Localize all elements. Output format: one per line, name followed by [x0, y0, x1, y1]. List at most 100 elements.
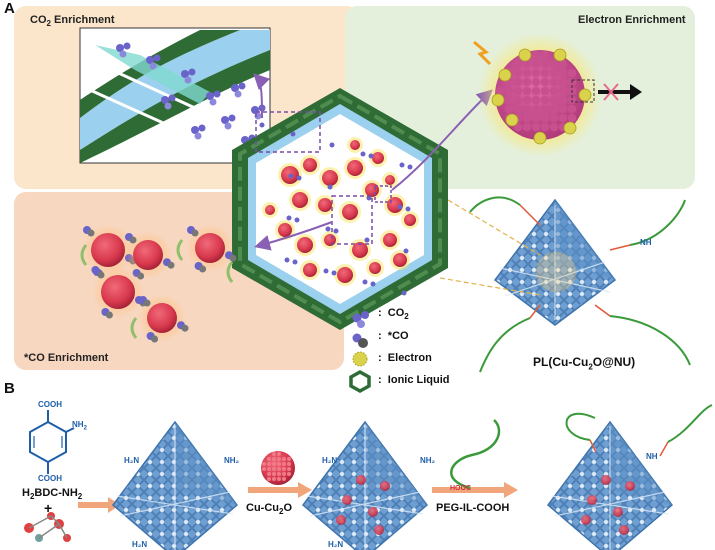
nanoparticle [337, 267, 353, 283]
co2-enrichment-title: CO2 Enrichment [30, 14, 115, 29]
atom [549, 95, 559, 105]
co2-molecule [333, 228, 339, 234]
electron [505, 113, 519, 127]
co-transfer-arrow [226, 261, 234, 283]
nanoparticle [133, 240, 163, 270]
co2-molecule [331, 270, 337, 276]
co2-molecule-cluster [116, 42, 266, 150]
electron [553, 48, 567, 62]
electron [498, 68, 512, 82]
co-molecule [129, 236, 137, 244]
atom [531, 86, 541, 96]
mof-octahedron [301, 420, 429, 550]
co2-molecule [329, 142, 335, 148]
product-octahedron [469, 196, 691, 373]
atom [558, 77, 568, 87]
peg-chain [589, 439, 669, 457]
co-molecule [97, 271, 105, 279]
electron-enrichment-title: Electron Enrichment [578, 14, 686, 26]
co2-molecule [362, 279, 368, 285]
atom [531, 68, 541, 78]
atom [531, 77, 541, 87]
nanoparticle [265, 205, 275, 215]
co2-zoom-marker [255, 111, 321, 153]
atom [282, 472, 286, 476]
nanoparticle [613, 507, 623, 517]
nanoparticle [356, 475, 366, 485]
arrow-step-2 [504, 482, 518, 498]
atom [513, 104, 523, 114]
atom [272, 462, 276, 466]
atom [277, 472, 281, 476]
atom [277, 467, 281, 471]
electron-rich-nanoparticle [473, 33, 642, 157]
atom [277, 462, 281, 466]
nanoparticle [297, 237, 313, 253]
panel-letter-b: B [4, 380, 15, 397]
nanoparticle [581, 515, 591, 525]
atom [522, 113, 532, 123]
atom [272, 467, 276, 471]
atom [277, 457, 281, 461]
atom [531, 104, 541, 114]
atom [558, 95, 568, 105]
co2-molecule [259, 122, 265, 128]
nanoparticle [342, 495, 352, 505]
atom [549, 59, 559, 69]
nanoparticle [91, 233, 125, 267]
atom [522, 122, 532, 132]
atom [522, 104, 532, 114]
electron [563, 121, 577, 135]
nanoparticle [292, 192, 308, 208]
atom [272, 457, 276, 461]
nanoparticle [352, 242, 368, 258]
atom [558, 113, 568, 123]
atom [558, 104, 568, 114]
linker-cooh-top: COOH [38, 400, 62, 409]
electron-icon [352, 351, 368, 367]
nanoparticle [601, 475, 611, 485]
nanoparticle [404, 214, 416, 226]
atom [540, 95, 550, 105]
nanoparticle [385, 175, 395, 185]
amine-label: NH [646, 452, 658, 461]
co2-molecule [403, 248, 409, 254]
atom [549, 77, 559, 87]
nanoparticle [303, 263, 317, 277]
co2-molecule [405, 206, 411, 212]
atom [522, 95, 532, 105]
nanoparticle [324, 234, 336, 246]
co-molecule [105, 311, 113, 319]
co2-molecule [292, 259, 298, 265]
atom [531, 95, 541, 105]
atom [549, 86, 559, 96]
nanoparticle [625, 481, 635, 491]
atom [531, 113, 541, 123]
amine-label: NH₂ [224, 456, 240, 465]
co-molecule [143, 299, 151, 307]
nanoparticle [342, 204, 358, 220]
atom [531, 59, 541, 69]
mof-octahedron [111, 420, 239, 550]
co2-molecule [364, 237, 370, 243]
co-enrichment-particles [80, 224, 237, 343]
atom [558, 68, 568, 78]
co-molecule-icon [352, 333, 368, 348]
co-transfer-arrow [176, 239, 184, 261]
amine-label: NH [640, 238, 652, 247]
co-enrichment-title: *CO Enrichment [24, 352, 109, 364]
nanoparticle [101, 275, 135, 309]
atom [540, 113, 550, 123]
atom [522, 68, 532, 78]
atom [522, 59, 532, 69]
atom [267, 467, 271, 471]
nanoparticle [278, 223, 292, 237]
co2-molecule [407, 164, 413, 170]
atom [504, 104, 514, 114]
nanoparticle [147, 303, 177, 333]
amine-label: H₂N [124, 456, 140, 465]
co-molecule [199, 265, 207, 273]
atom [513, 77, 523, 87]
nanoparticle [318, 198, 332, 212]
